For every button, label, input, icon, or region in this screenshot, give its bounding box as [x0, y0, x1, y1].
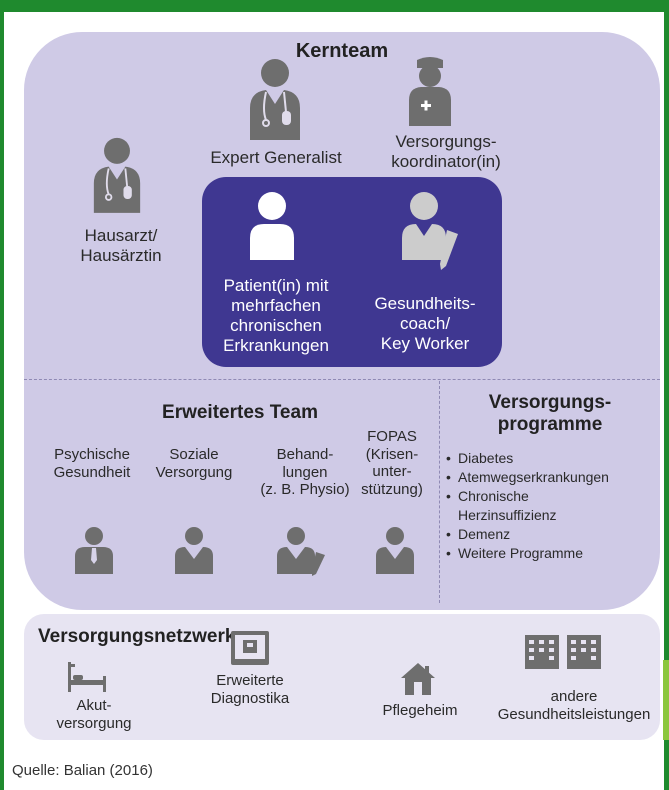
section-divider-horizontal: [24, 379, 660, 380]
patient-icon: [250, 192, 294, 260]
expert-generalist-label: Expert Generalist: [210, 148, 342, 167]
gp-label: Hausarzt/ Hausärztin: [80, 226, 162, 265]
team-member-label: Psychische Gesundheit: [53, 446, 131, 481]
network-item-label: Akut- versorgung: [56, 697, 132, 732]
person-vneck-icon: [376, 527, 414, 574]
programmes-list: •Diabetes •Atemwegserkrankungen •Chronis…: [446, 449, 609, 563]
nurse-icon: [409, 57, 451, 126]
source-note: Quelle: Balian (2016): [12, 762, 153, 779]
network-item-label: Pflegeheim: [382, 702, 458, 719]
section-divider-vertical: [439, 381, 440, 603]
programmes-title: Versorgungs- programme: [488, 392, 612, 436]
house-icon: [401, 663, 435, 695]
person-tie-icon: [75, 527, 113, 574]
frame-left-border: [0, 0, 4, 790]
frame-right-border: [664, 0, 669, 790]
team-member-label: FOPAS (Krisen- unter- stützung): [361, 428, 423, 498]
list-item: •Weitere Programme: [446, 545, 584, 561]
person-vneck-icon: [175, 527, 213, 574]
extended-team-title: Erweitertes Team: [162, 402, 318, 423]
patient-center-box: [202, 177, 502, 367]
list-item: •Chronische Herzinsuffizienz: [446, 488, 557, 523]
buildings-icon: [525, 635, 601, 669]
hospital-bed-icon: [68, 662, 106, 692]
team-member-label: Soziale Versorgung: [155, 446, 233, 481]
monitor-icon: [231, 631, 269, 665]
patient-label: Patient(in) mit mehrfachen chronischen E…: [223, 276, 329, 355]
health-coach-icon: [402, 192, 458, 270]
network-item-label: andere Gesundheitsleistungen: [497, 688, 651, 723]
frame-accent-strip: [663, 660, 669, 740]
gp-doctor-icon: [93, 137, 141, 213]
list-item: •Demenz: [446, 526, 511, 542]
header-bar: [0, 0, 669, 12]
core-team-title: Kernteam: [295, 40, 389, 62]
network-title: Versorgungsnetzwerk: [38, 626, 236, 647]
network-item-label: Erweiterte Diagnostika: [210, 672, 290, 707]
list-item: •Diabetes: [446, 450, 514, 466]
care-coordinator-label: Versorgungs- koordinator(in): [391, 132, 501, 171]
team-member-label: Behand- lungen (z. B. Physio): [260, 446, 350, 499]
list-item: •Atemwegserkrankungen: [446, 469, 609, 485]
doctor-icon: [250, 59, 300, 140]
health-coach-label: Gesundheits- coach/ Key Worker: [374, 294, 476, 353]
person-pen-icon: [277, 527, 325, 576]
